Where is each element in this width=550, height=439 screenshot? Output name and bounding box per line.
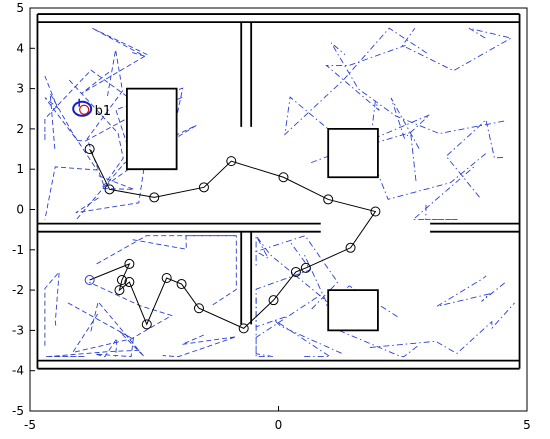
y-tick-label: -2 bbox=[12, 283, 24, 297]
series-point bbox=[84, 275, 95, 286]
dashed-track bbox=[255, 234, 398, 318]
series-point bbox=[114, 285, 125, 296]
series-point bbox=[124, 258, 135, 269]
x-tick-label: -5 bbox=[24, 418, 36, 432]
series-point bbox=[193, 303, 204, 314]
series-point bbox=[238, 323, 249, 334]
axes-frame bbox=[29, 7, 528, 412]
y-tick-label: -4 bbox=[12, 364, 24, 378]
y-tick-label: -5 bbox=[12, 404, 24, 418]
dashed-track bbox=[44, 93, 98, 220]
series-point bbox=[290, 266, 301, 277]
dashed-track bbox=[68, 79, 135, 190]
dashed-track bbox=[325, 44, 406, 148]
series-point bbox=[161, 273, 172, 284]
dashed-track bbox=[302, 252, 418, 358]
series-point bbox=[323, 194, 334, 205]
series-point bbox=[278, 172, 289, 183]
series-point bbox=[84, 144, 95, 155]
annotation-label: b1 bbox=[95, 104, 112, 119]
series-point bbox=[149, 192, 160, 203]
dashed-track bbox=[71, 281, 173, 354]
wall-layer bbox=[36, 13, 521, 370]
y-tick-label: 3 bbox=[16, 82, 24, 96]
dashed-track bbox=[95, 336, 134, 358]
dashed-track bbox=[436, 275, 505, 307]
series-point bbox=[124, 277, 135, 288]
series-layer bbox=[84, 144, 381, 334]
y-tick-label: -1 bbox=[12, 243, 24, 257]
series-point bbox=[300, 262, 311, 273]
y-tick-label: -3 bbox=[12, 323, 24, 337]
dashed-track bbox=[44, 270, 60, 348]
series-line bbox=[89, 148, 377, 329]
series-point bbox=[141, 319, 152, 330]
obstacle-box bbox=[327, 289, 379, 332]
dashed-track bbox=[67, 300, 145, 357]
series-point bbox=[268, 295, 279, 306]
dashed-track bbox=[369, 302, 515, 355]
dashed-track bbox=[132, 235, 237, 250]
series-point bbox=[226, 156, 237, 167]
dashed-track bbox=[411, 166, 475, 221]
series-point bbox=[176, 279, 187, 290]
start-ring-blue bbox=[72, 100, 93, 117]
annotation-layer: b1 bbox=[95, 104, 112, 119]
y-tick-label: 4 bbox=[16, 41, 24, 55]
dashed-track bbox=[96, 235, 237, 306]
dashed-track bbox=[75, 124, 197, 214]
dashed-track bbox=[255, 242, 312, 328]
series-point bbox=[370, 206, 381, 217]
series-point bbox=[198, 182, 209, 193]
dashed-track bbox=[330, 42, 505, 135]
dashed-track bbox=[44, 69, 183, 141]
start-marker-layer bbox=[72, 98, 93, 117]
dashed-track bbox=[255, 294, 321, 358]
dashed-track bbox=[273, 319, 342, 358]
obstacle-layer bbox=[126, 87, 379, 332]
dashed-track bbox=[80, 27, 149, 95]
y-tick-label: 2 bbox=[16, 122, 24, 136]
dashed-track bbox=[284, 27, 428, 138]
series-point bbox=[116, 275, 127, 286]
start-ring-red bbox=[79, 104, 90, 115]
dashed-track bbox=[86, 49, 162, 188]
dashed-track bbox=[76, 87, 184, 220]
x-tick-label: 5 bbox=[523, 418, 531, 432]
y-tick-label: 0 bbox=[16, 203, 24, 217]
dashed-track bbox=[44, 349, 140, 358]
dashed-track bbox=[162, 334, 237, 358]
x-tick-label: 0 bbox=[275, 418, 283, 432]
dashed-track bbox=[401, 27, 513, 72]
series-point bbox=[104, 184, 115, 195]
y-tick-label: 1 bbox=[16, 162, 24, 176]
y-tick-label: 5 bbox=[16, 1, 24, 15]
dashed-track bbox=[254, 235, 339, 310]
tick-layer: -5 0 5 -5 -4 -3 -2 -1 0 1 2 3 4 5 bbox=[12, 1, 531, 432]
obstacle-box bbox=[126, 87, 178, 171]
dashed-track bbox=[445, 118, 504, 199]
series-point bbox=[345, 242, 356, 253]
obstacle-box bbox=[327, 127, 379, 179]
